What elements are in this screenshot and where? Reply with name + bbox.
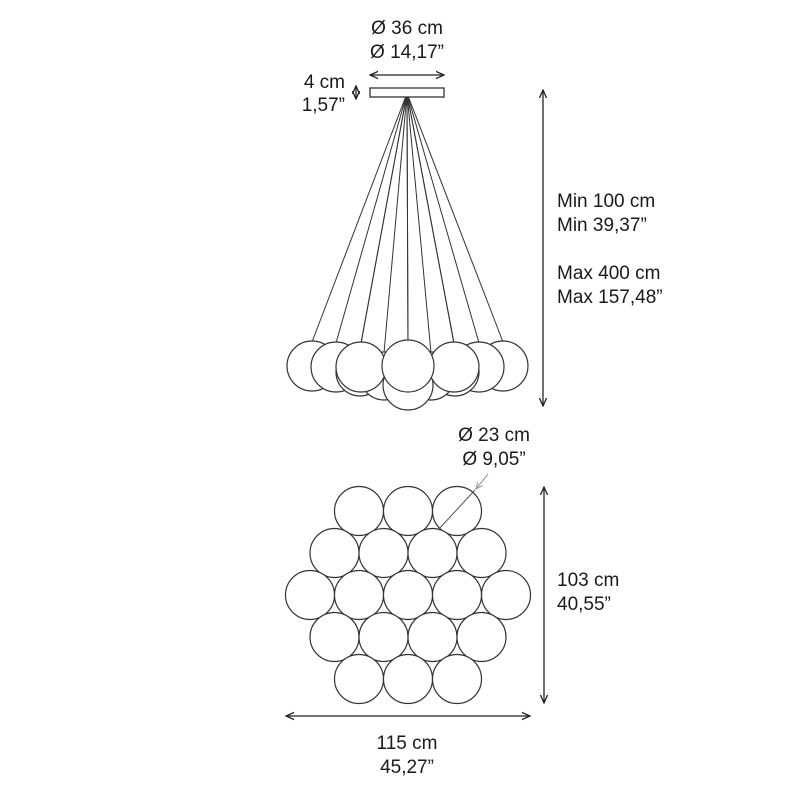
globe-diameter-leader [476,473,489,489]
suspension-cord [406,96,432,354]
suspension-cord [360,96,407,344]
cluster-width-cm: 115 cm [377,733,438,754]
top-view-globes [284,485,532,705]
globe-top-view [333,485,385,537]
canopy-diameter-cm: Ø 36 cm [371,18,443,39]
suspension-cord [383,96,408,354]
globe-side-view [381,339,435,393]
cluster-height-in: 40,55” [557,594,611,615]
globe-top-view [431,653,483,705]
globe-top-view [456,611,507,663]
globe-diameter-cm: Ø 23 cm [458,425,530,446]
globe-top-view [407,527,458,579]
cluster-width-in: 45,27” [380,757,434,778]
globe-top-view [309,611,360,663]
globe-top-view [382,485,434,537]
globe-top-view [333,653,385,705]
globe-side-view [428,341,480,393]
globe-top-view [382,569,434,621]
suspension-max-cm: Max 400 cm [557,263,660,284]
suspension-cord [407,96,504,343]
globe-top-view [456,527,507,579]
globe-top-view [358,527,409,579]
globe-top-view [407,611,458,663]
globe-top-view [382,653,434,705]
globe-top-view [333,569,385,621]
suspension-cord [407,96,455,344]
globe-top-view [358,611,409,663]
globe-top-view [309,527,360,579]
globe-top-view [431,569,483,621]
suspension-cord [311,96,407,343]
globe-side-view [335,341,387,393]
globe-top-view [480,569,532,621]
side-view-globes [286,339,529,411]
globe-diameter-in: Ø 9,05” [462,449,525,470]
cluster-height-cm: 103 cm [557,570,619,591]
canopy-height-cm: 4 cm [304,72,345,93]
suspension-min-cm: Min 100 cm [557,191,655,212]
suspension-cord [407,96,480,344]
canopy-height-in: 1,57” [302,95,345,116]
canopy-diameter-in: Ø 14,17” [370,42,444,63]
suspension-min-in: Min 39,37” [557,215,647,236]
suspension-cord [406,96,409,342]
suspension-max-in: Max 157,48” [557,287,663,308]
ceiling-canopy [369,87,445,98]
suspension-cord [335,96,407,344]
globe-diameter-line [437,489,476,531]
suspension-cords [311,96,504,362]
globe-top-view [284,569,336,621]
